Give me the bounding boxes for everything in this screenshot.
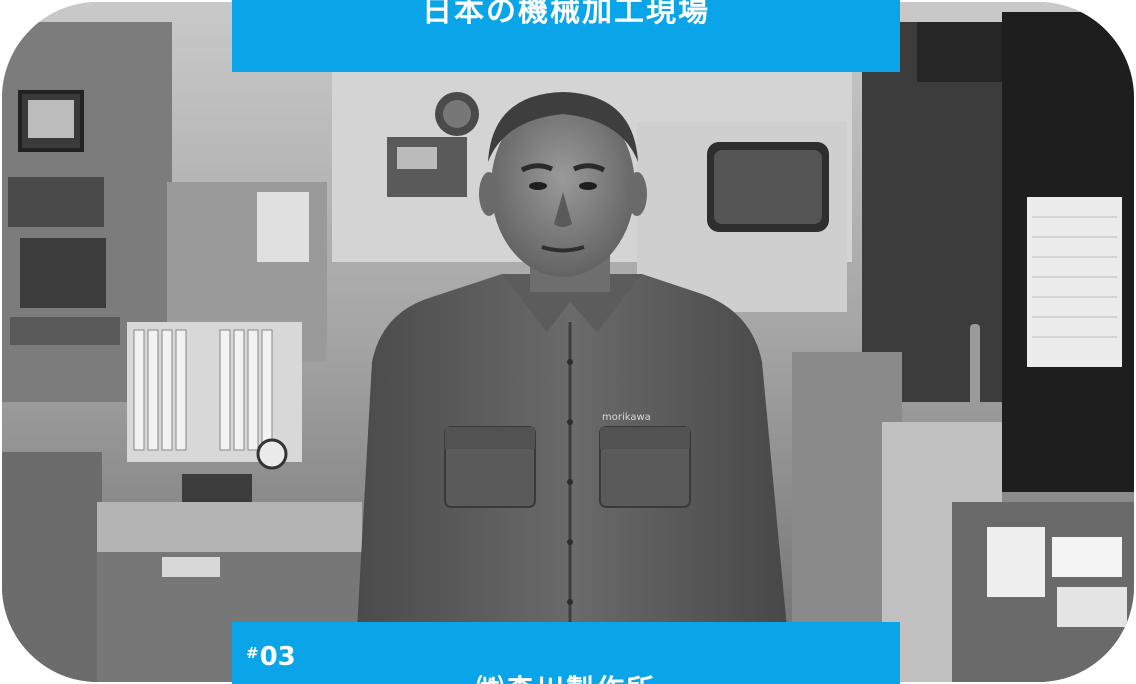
issue-number-value: 03 [259, 642, 296, 672]
issue-number: #03 [246, 642, 296, 672]
work-shirt [354, 274, 792, 682]
workbench-left [2, 452, 102, 682]
issue-hash: # [246, 644, 259, 662]
control-keypad [8, 177, 104, 227]
title-banner: 日本の機械加工現場 [232, 0, 900, 72]
dial-gauge [256, 438, 288, 470]
machine-handle [970, 324, 980, 414]
machine-tower-right [862, 22, 1012, 402]
control-buttons [20, 238, 106, 308]
series-headline: 日本の機械加工現場 [422, 0, 710, 29]
face [491, 97, 635, 277]
hair [488, 92, 638, 162]
company-name: ㈱森川製作所 [232, 668, 900, 684]
chart-sheet [1027, 197, 1122, 367]
caption-banner: #03 ㈱森川製作所 [232, 622, 900, 684]
shirt-logo: morikawa [602, 412, 651, 423]
